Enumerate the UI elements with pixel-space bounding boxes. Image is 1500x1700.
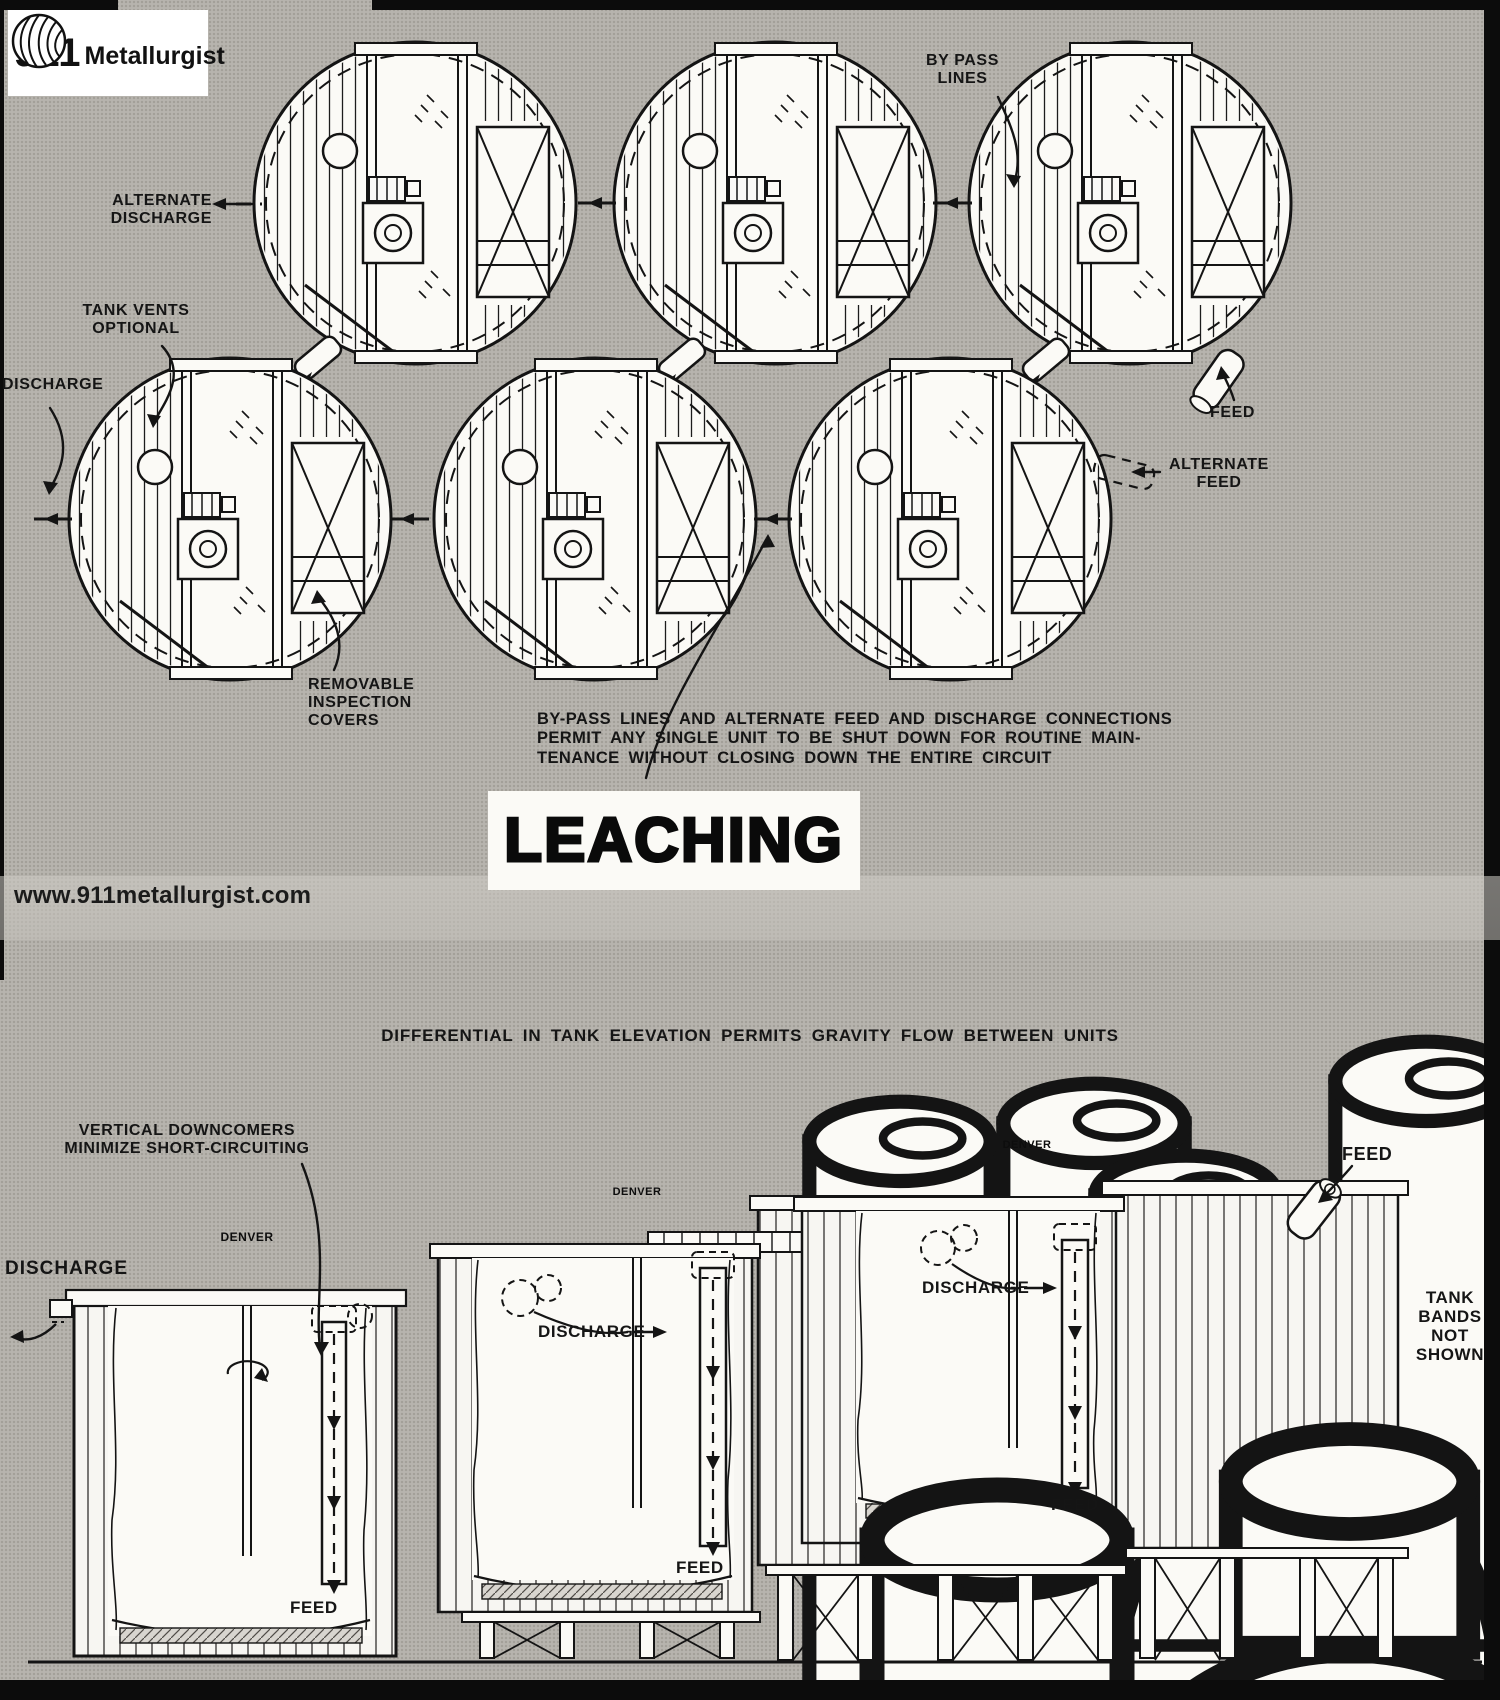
alternate-feed-stub (1092, 453, 1156, 491)
label-by-pass-lines: BY PASS LINES (926, 52, 999, 87)
label-vertical-downcomers: VERTICAL DOWNCOMERS MINIMIZE SHORT-CIRCU… (64, 1122, 310, 1157)
page-title: LEACHING (503, 805, 844, 877)
label-removable-covers: REMOVABLE INSPECTION COVERS (308, 676, 415, 729)
label-discharge-plan: DISCHARGE (2, 376, 104, 393)
plan-caption: BY-PASS LINES AND ALTERNATE FEED AND DIS… (537, 710, 1173, 767)
plan-tank-2 (605, 33, 945, 373)
logo-name: Metallurgist (84, 41, 225, 70)
drive-brand-plate-tank1: DENVER (220, 1230, 274, 1244)
drive-brand-plate-tank4: DENVER (1002, 1139, 1052, 1151)
label-discharge-tank4: DISCHARGE (922, 1278, 1030, 1297)
label-tank-vents: TANK VENTS OPTIONAL (82, 302, 190, 337)
label-discharge-tank2: DISCHARGE (538, 1322, 646, 1341)
plan-tank-5 (425, 349, 765, 689)
drive-brand-plate-tank2: DENVER (612, 1186, 662, 1198)
plan-tank-6 (780, 349, 1120, 689)
elevation-heading: DIFFERENTIAL IN TANK ELEVATION PERMITS G… (381, 1026, 1119, 1045)
title-band: LEACHING (488, 791, 860, 890)
elevation-view (10, 1040, 1500, 1700)
label-feed-tank2: FEED (676, 1558, 724, 1577)
plan-tank-4 (60, 349, 400, 689)
plan-view (34, 33, 1300, 780)
label-feed-right: FEED (1342, 1144, 1393, 1164)
elev-tank-1 (10, 1288, 1500, 1700)
elev-tank-2 (429, 1243, 1500, 1700)
label-feed-plan: FEED (1210, 404, 1256, 421)
support-structure (461, 1547, 1409, 1661)
website-url[interactable]: www.911metallurgist.com (14, 882, 312, 909)
plan-tank-1 (245, 33, 585, 373)
label-tank-bands: TANK BANDS NOT SHOWN (1415, 1288, 1485, 1365)
logo-911-metallurgist: 911 Metallurgist (8, 10, 225, 96)
label-feed-tank1: FEED (290, 1598, 338, 1617)
globe-icon (11, 13, 67, 69)
label-discharge-elev-left: DISCHARGE (5, 1258, 129, 1279)
label-alternate-feed: ALTERNATE FEED (1169, 456, 1269, 491)
label-feed-tank4: FEED (1051, 1495, 1099, 1514)
label-alternate-discharge: ALTERNATE DISCHARGE (110, 192, 212, 227)
